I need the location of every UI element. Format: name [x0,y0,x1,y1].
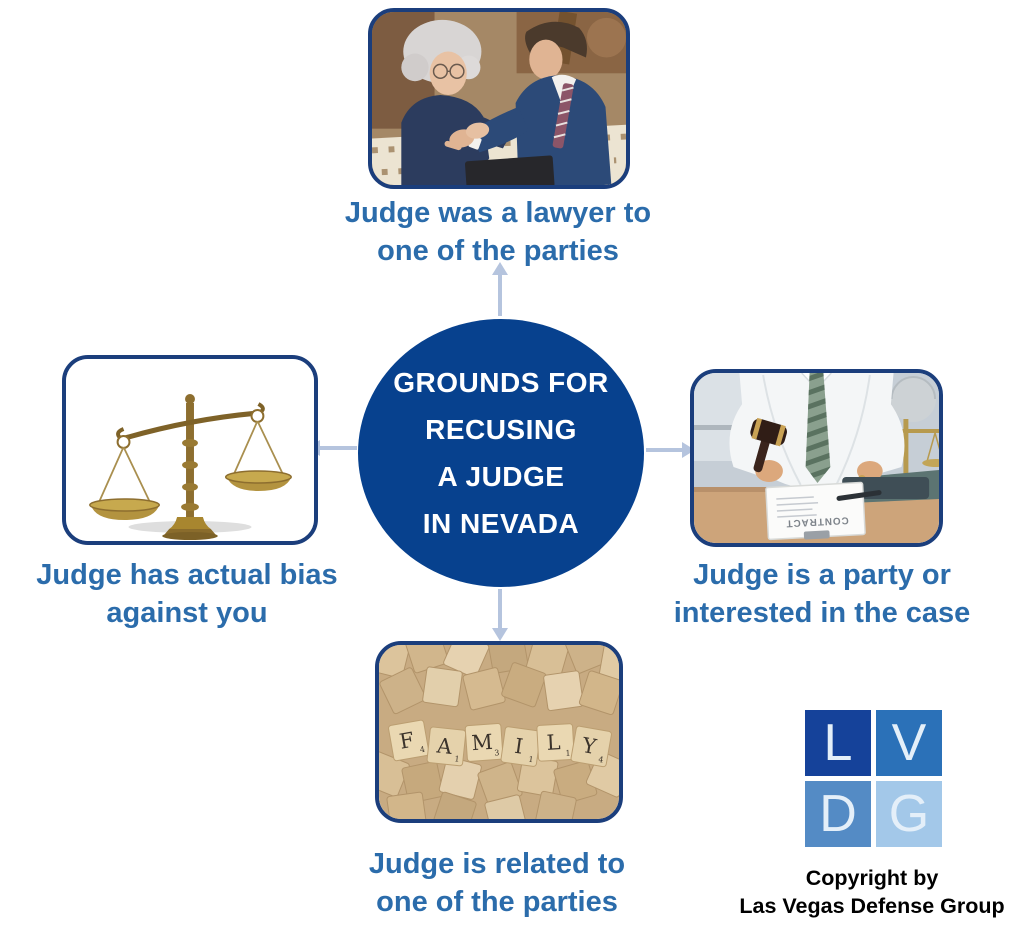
svg-text:Y: Y [579,733,598,759]
left-node-image-frame [62,355,318,545]
scrabble-tile: I 1 [500,726,542,767]
label-line: interested in the case [673,597,971,629]
logo-square-d: D [805,781,871,847]
family-scrabble-tiles-icon: F 4 A 1 M 3 I 1 [379,645,619,819]
top-node-image-frame [368,8,630,189]
central-title-line: RECUSING [425,414,577,445]
svg-text:4: 4 [419,745,426,755]
scrabble-tile: Y 4 [570,725,612,768]
label-line: one of the parties [376,886,618,918]
svg-text:1: 1 [528,755,534,765]
label-line: one of the parties [377,235,619,267]
svg-text:M: M [471,730,494,755]
label-line: Judge is related to [368,848,626,880]
top-node-label: Judge was a lawyer to one of the parties [276,194,720,270]
logo-square-l: L [805,710,871,776]
judge-gavel-contract-icon: CONTRACT [694,373,939,543]
label-line: Judge is a party or [693,559,951,591]
label-line: against you [106,597,268,629]
svg-text:F: F [398,728,416,754]
lawyer-with-elderly-client-icon [372,12,626,185]
logo-letter: G [888,785,930,843]
central-title-line: A JUDGE [437,461,565,492]
logo-square-v: V [876,710,942,776]
svg-text:1: 1 [454,754,460,763]
central-title-line: GROUNDS FOR [393,367,609,398]
scrabble-tile: L 1 [536,723,575,762]
label-line: Judge was a lawyer to [344,197,652,229]
scales-of-justice-icon [66,359,314,541]
svg-text:3: 3 [494,748,500,757]
right-node-image-frame: CONTRACT [690,369,943,547]
contract-label: CONTRACT [785,514,849,528]
logo-letter: V [891,714,927,772]
copyright-line: Las Vegas Defense Group [739,894,1005,918]
logo-letter: L [823,714,853,772]
copyright-notice: Copyright by Las Vegas Defense Group [720,864,1024,920]
svg-text:I: I [513,734,524,759]
svg-text:4: 4 [598,755,605,765]
logo-square-g: G [876,781,942,847]
svg-text:A: A [435,733,454,759]
central-topic-circle: GROUNDS FOR RECUSING A JUDGE IN NEVADA [358,319,644,587]
label-line: Judge has actual bias [36,559,338,591]
bottom-node-label: Judge is related to one of the parties [302,845,692,921]
right-node-label: Judge is a party or interested in the ca… [632,556,1012,632]
bottom-node-image-frame: F 4 A 1 M 3 I 1 [375,641,623,823]
lvdg-logo: L V D G [805,710,942,847]
scrabble-tile: F 4 [388,719,430,762]
scrabble-tile: A 1 [426,726,467,767]
logo-letter: D [819,785,857,843]
scrabble-tile: M 3 [464,723,504,762]
left-node-label: Judge has actual bias against you [0,556,374,632]
svg-text:1: 1 [565,749,571,758]
central-title-line: IN NEVADA [422,508,580,539]
copyright-line: Copyright by [805,866,939,890]
svg-text:L: L [546,730,561,755]
